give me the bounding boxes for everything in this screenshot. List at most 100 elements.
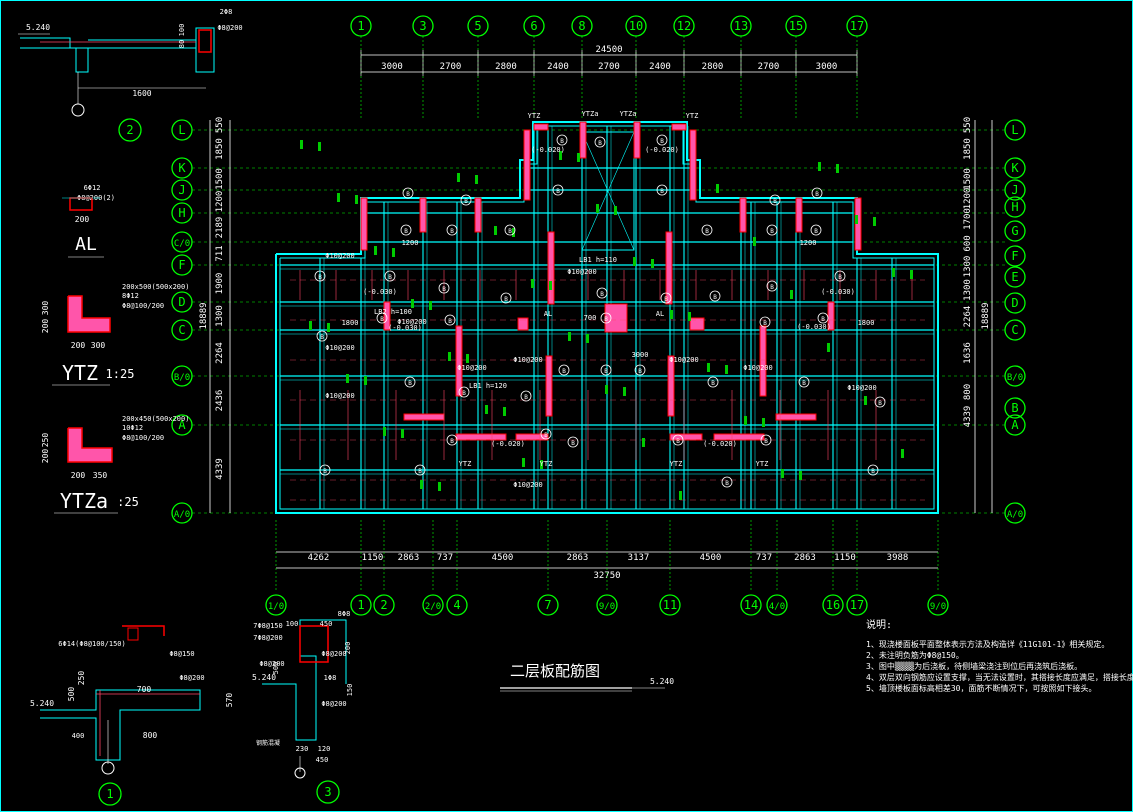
rebar-mark: [494, 226, 497, 235]
shear-wall: [360, 197, 368, 251]
rebar-mark: [485, 405, 488, 414]
right-axis-D-bubble: [1004, 292, 1026, 314]
slab-marker-b: [759, 316, 771, 328]
slab-marker-b-label: B: [380, 316, 384, 323]
rebar-mark: [799, 471, 802, 480]
top-axis-8-label: 8: [578, 19, 585, 33]
right-dim: 550: [963, 117, 973, 133]
slab-marker-b-label: B: [660, 138, 664, 145]
detailYTZa-bars: 10Φ12: [122, 424, 143, 432]
slab-marker-b-label: B: [450, 438, 454, 445]
slab-marker-b-label: B: [664, 296, 668, 303]
slab-marker-b: [460, 194, 472, 206]
right-dim: 600: [963, 235, 973, 251]
plan-label: Φ10@200: [669, 356, 699, 364]
slab-marker-b: [556, 134, 568, 146]
detail3-d2: 200: [344, 642, 352, 655]
left-dim: 550: [215, 117, 225, 133]
outer-beam-outline: [275, 121, 939, 514]
plan-label: (-0.020): [645, 146, 679, 154]
top-dim: 3000: [816, 62, 838, 72]
rebar-mark: [633, 257, 636, 266]
left-total-dim: 18889: [199, 302, 209, 329]
plan-label: AL: [656, 310, 664, 318]
top-dim: 2700: [598, 62, 620, 72]
slab-marker-b-label: B: [504, 296, 508, 303]
right-axis-J-bubble: [1004, 179, 1026, 201]
rebar-mark: [531, 279, 534, 288]
bottom-axis-9-0-label: 9/0: [930, 602, 946, 612]
detail2-beam: [195, 27, 215, 73]
bottom-axis-11-label: 11: [663, 598, 677, 612]
plan-label: 700: [584, 314, 597, 322]
right-axis-K-bubble: [1004, 157, 1026, 179]
slab-marker-b-label: B: [320, 334, 324, 341]
right-axis-L-label: L: [1011, 123, 1018, 137]
rebar-mark: [873, 217, 876, 226]
detail1-d6: 400: [72, 732, 85, 740]
bottom-axis-2-label: 2: [380, 598, 387, 612]
shear-wall: [667, 355, 675, 417]
plan-label: YTZ: [540, 460, 553, 468]
slab-marker-b-label: B: [544, 432, 548, 439]
left-axis-A-label: A: [178, 418, 186, 432]
detailYTZ-d4: 300: [91, 341, 106, 350]
rebar-mark: [374, 246, 377, 255]
plan-label: Φ10@200: [567, 268, 597, 276]
slab-marker-b: [414, 464, 426, 476]
slab-marker-b: [672, 434, 684, 446]
rebar-mark: [355, 195, 358, 204]
top-axis-15-label: 15: [789, 19, 803, 33]
top-axis-12-label: 12: [677, 19, 691, 33]
slab-marker-b: [766, 280, 778, 292]
plan-label: (-0.020): [491, 440, 525, 448]
rebar-mark: [540, 460, 543, 469]
rebar-mark: [827, 343, 830, 352]
slab-marker-b-label: B: [871, 468, 875, 475]
detailYTZ-d1: 300: [41, 301, 50, 316]
bottom-axis-11-bubble: [659, 594, 681, 616]
rebar-mark: [364, 376, 367, 385]
rebar-mark: [605, 385, 608, 394]
bottom-axis-17-bubble: [846, 594, 868, 616]
slab-marker-b: [769, 194, 781, 206]
slab-marker-b: [446, 434, 458, 446]
slab-marker-b-label: B: [406, 191, 410, 198]
slab-marker-b-label: B: [464, 198, 468, 205]
detailYTZa-scale: :25: [117, 495, 139, 509]
rebar-mark: [475, 175, 478, 184]
detail3-tag-label: 3: [324, 785, 331, 799]
detailYTZa-d2: 200: [41, 449, 50, 464]
bottom-axis-7-label: 7: [544, 598, 551, 612]
right-axis-J-label: J: [1011, 183, 1018, 197]
right-axis-E-bubble: [1004, 266, 1026, 288]
right-axis-C-bubble: [1004, 319, 1026, 341]
slab-marker-b: [721, 476, 733, 488]
detailYTZa-d1: 250: [41, 433, 50, 448]
shear-wall: [759, 325, 767, 397]
slab-marker-b-label: B: [773, 198, 777, 205]
bottom-dim: 2863: [398, 553, 420, 563]
rebar-mark: [744, 416, 747, 425]
rebar-mark: [392, 248, 395, 257]
rebar-mark: [438, 482, 441, 491]
bottom-axis-4-0-label: 4/0: [769, 602, 785, 612]
slab-marker-b: [540, 428, 552, 440]
detailYTZa-stirrup: Φ8@100/200: [122, 434, 164, 442]
notes-title: 说明:: [866, 618, 892, 631]
shear-wall: [775, 413, 817, 421]
shear-wall: [604, 303, 628, 333]
shear-wall: [579, 121, 587, 159]
rebar-mark: [688, 312, 691, 321]
detail1-d2: 500: [67, 687, 76, 702]
slab-marker-b-label: B: [660, 188, 664, 195]
title-elevation: 5.240: [650, 677, 674, 686]
plan-label: YTZa: [582, 110, 599, 118]
right-axis-D-label: D: [1011, 296, 1018, 310]
left-axis-H-label: H: [178, 206, 185, 220]
bottom-axis-4-bubble: [446, 594, 468, 616]
bottom-dim: 737: [756, 553, 772, 563]
plan-label: AL: [544, 310, 552, 318]
top-axis-1-label: 1: [357, 19, 364, 33]
detail2-elev: 5.240: [26, 23, 50, 32]
